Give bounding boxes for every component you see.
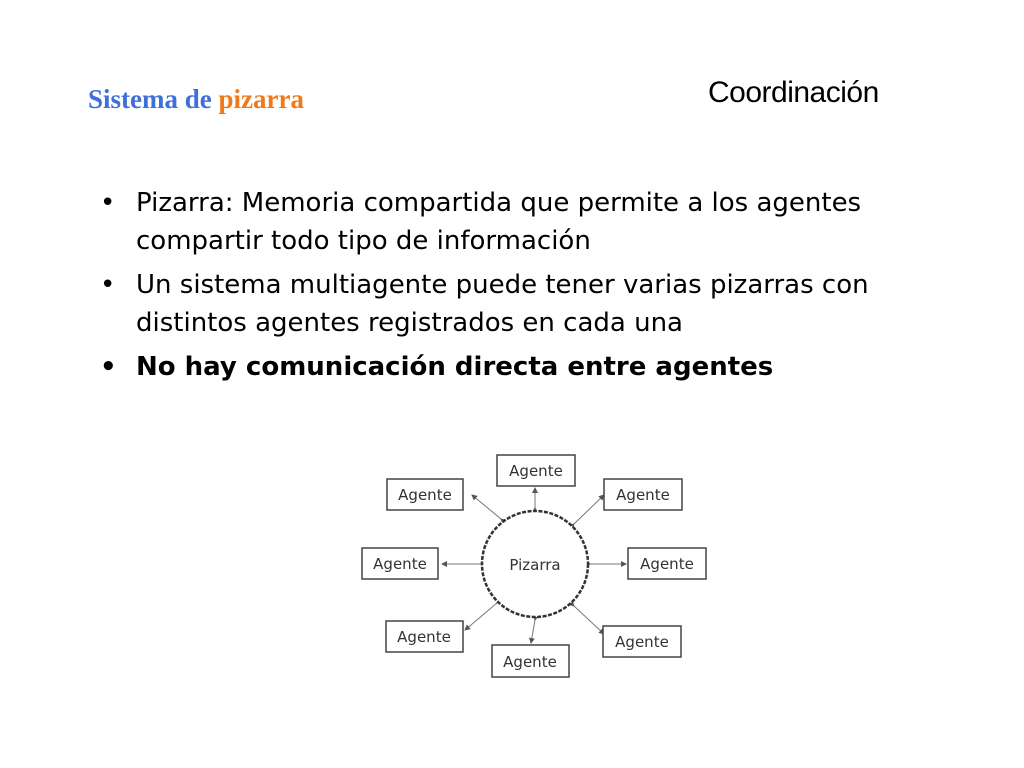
bullet-marker: • xyxy=(100,352,117,382)
agent-box: Agente xyxy=(361,547,439,580)
bullet-list: • Pizarra: Memoria compartida que permit… xyxy=(100,184,980,392)
blackboard-circle xyxy=(480,509,590,619)
agent-box: Agente xyxy=(602,625,682,658)
bullet-text: Pizarra: Memoria compartida que permite … xyxy=(136,188,862,256)
title-part-1: Sistema de xyxy=(88,84,212,114)
agent-box: Agente xyxy=(491,644,570,678)
title-part-2: pizarra xyxy=(218,84,304,114)
connector-line xyxy=(568,600,605,635)
agent-label: Agente xyxy=(503,653,557,671)
section-label: Coordinación xyxy=(708,76,879,109)
blackboard-diagram: Pizarra Agente Agente Agente Agente Agen… xyxy=(361,454,707,678)
agent-label: Agente xyxy=(640,555,694,573)
bullet-text: No hay comunicación directa entre agente… xyxy=(136,352,774,382)
bullet-item: • Pizarra: Memoria compartida que permit… xyxy=(100,184,980,260)
bullet-text: Un sistema multiagente puede tener varia… xyxy=(136,270,869,338)
connector-line xyxy=(568,494,605,530)
bullet-marker: • xyxy=(100,188,116,218)
agent-box: Agente xyxy=(603,478,683,511)
bullet-item: • Un sistema multiagente puede tener var… xyxy=(100,266,980,342)
connector-line xyxy=(471,494,507,525)
agent-label: Agente xyxy=(397,628,451,646)
bullet-item: • No hay comunicación directa entre agen… xyxy=(100,348,980,386)
agent-box: Agente xyxy=(496,454,576,487)
bullet-marker: • xyxy=(100,270,116,300)
agent-label: Agente xyxy=(615,633,669,651)
agent-box: Agente xyxy=(385,620,464,653)
agent-box: Agente xyxy=(627,547,707,580)
agent-label: Agente xyxy=(373,555,427,573)
connector-line xyxy=(528,614,539,644)
blackboard-label: Pizarra xyxy=(509,556,560,574)
connector-line xyxy=(464,597,503,631)
agent-label: Agente xyxy=(398,486,452,504)
slide-title: Sistema de pizarra xyxy=(88,84,304,115)
agent-label: Agente xyxy=(509,462,563,480)
agent-label: Agente xyxy=(616,486,670,504)
agent-box: Agente xyxy=(386,478,464,511)
